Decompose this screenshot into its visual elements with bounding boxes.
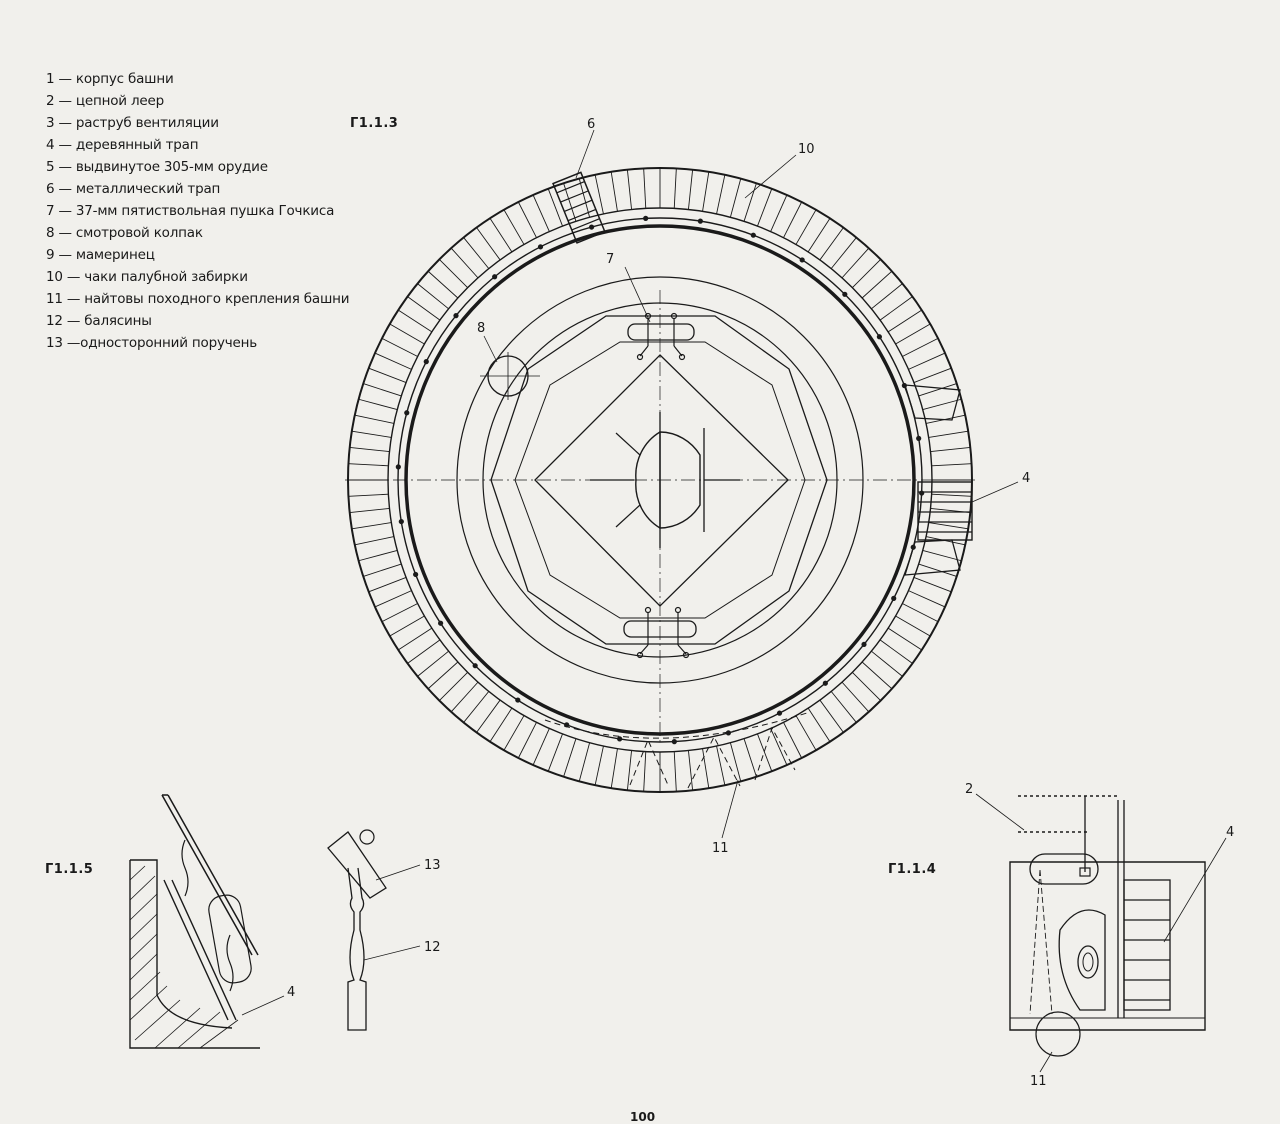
legend-item: 11 — найтовы походного крепления башни [46,291,350,307]
hotchkiss-gun-bottom [623,606,697,659]
legend-item: 5 — выдвинутое 305-мм орудие [46,159,268,175]
legend-item: 6 — металлический трап [46,181,221,197]
figure-label-ladder: Г1.1.5 [45,862,94,877]
metal-ladder [552,171,606,244]
chain-rail-stanchions [395,215,925,745]
legend: 1 — корпус башни 2 — цепной леер 3 — рас… [46,68,350,354]
callout-10: 10 [798,142,815,157]
ladder-detail [129,794,260,1049]
legend-item: 9 — мамеринец [46,247,155,263]
legend-item: 10 — чаки палубной забирки [46,269,248,285]
callout-2: 2 [965,782,973,797]
deck-plank-ticks [348,168,972,792]
legend-item: 3 — раструб вентиляции [46,115,219,131]
legend-item: 8 — смотровой колпак [46,225,203,241]
turret-plan [345,167,975,793]
figure-label-side: Г1.1.4 [888,862,937,877]
roof-octagon-inner [514,341,806,619]
callout-12: 12 [424,940,441,955]
callout-7: 7 [606,252,614,267]
central-dome [659,431,701,529]
lashings [629,726,796,789]
callout-11-main: 11 [712,841,729,856]
wooden-ladder [904,384,973,576]
side-detail [1009,795,1206,1057]
legend-item: 12 — балясины [46,313,152,329]
callout-11-side: 11 [1030,1074,1047,1089]
callout-4-ladder: 4 [287,985,295,1000]
legend-item: 13 —односторонний поручень [46,335,258,351]
roof-diamond [534,354,789,607]
page-number: 100 [630,1110,656,1124]
legend-item: 2 — цепной леер [46,93,164,109]
baluster-detail [327,829,387,1031]
hotchkiss-gun-top [627,312,695,361]
callout-4-main: 4 [1022,471,1030,486]
callout-6: 6 [587,117,595,132]
callout-4-side: 4 [1226,825,1234,840]
legend-item: 4 — деревянный трап [46,137,199,153]
legend-item: 7 — 37-мм пятиствольная пушка Гочкиса [46,203,335,219]
figure-label-main: Г1.1.3 [350,116,399,131]
roof-octagon [490,315,828,645]
callout-8: 8 [477,321,485,336]
callout-13: 13 [424,858,441,873]
legend-item: 1 — корпус башни [46,71,174,87]
